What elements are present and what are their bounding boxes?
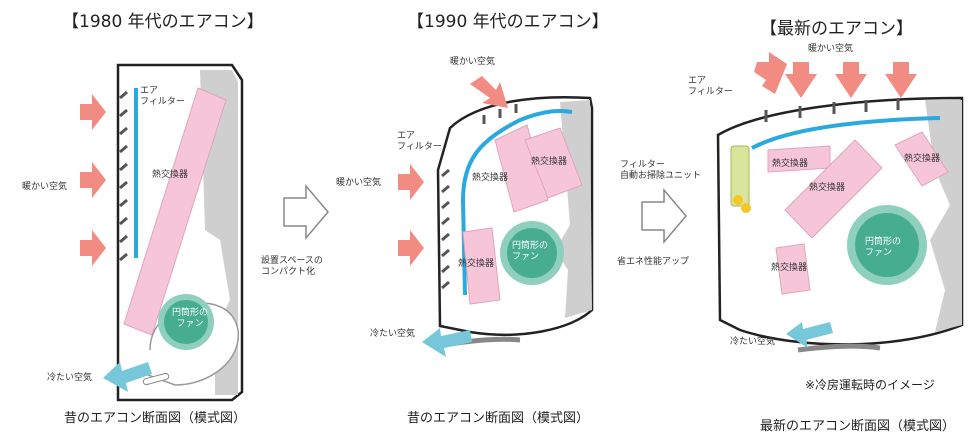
heat-exchanger-a-label-latest: 熱交換器 (772, 159, 809, 169)
fan-label-latest: 円筒形の ファン (865, 237, 902, 258)
panel-1980-title: 【1980 年代のエアコン】 (62, 12, 264, 32)
heat-exchanger-d-label-latest: 熱交換器 (771, 263, 808, 273)
cold-air-label-1980: 冷たい空気 (47, 373, 93, 383)
warm-air-arrows-latest (754, 52, 917, 98)
cold-air-label-latest: 冷たい空気 (730, 337, 776, 347)
shade-1990 (555, 100, 592, 318)
heat-exchanger-d-latest (775, 243, 811, 295)
operation-note: ※冷房運転時のイメージ (805, 378, 935, 392)
panel-1990-title: 【1990 年代のエアコン】 (407, 12, 609, 32)
grille-1990 (441, 104, 518, 290)
panel-latest-title: 【最新のエアコン】 (760, 19, 913, 39)
heat-exchanger-label-1980: 熱交換器 (152, 170, 189, 180)
warm-air-label-1990: 暖かい空気 (336, 178, 382, 188)
heat-exchanger-b-1990 (524, 127, 583, 199)
grille-latest (764, 98, 900, 122)
heat-exchanger-c-1990 (462, 227, 501, 305)
cleaning-brush-b (741, 203, 751, 213)
heat-exchanger-b-label-latest: 熱交換器 (809, 183, 846, 193)
cold-air-arrow-1980 (103, 362, 152, 392)
heat-exchanger-c-label-latest: 熱交換器 (904, 154, 941, 164)
warm-air-arrows-1980 (80, 94, 106, 266)
outlet-flap-latest (797, 343, 881, 353)
casing-latest (716, 96, 964, 346)
caption-1980: 昔のエアコン断面図（模式図） (64, 411, 247, 426)
filter-label-latest: エア フィルター (688, 76, 733, 97)
warm-air-label-1980: 暖かい空気 (22, 182, 68, 192)
cleaning-brush-a (733, 195, 743, 205)
cold-air-arrow-1990 (422, 328, 472, 357)
fan-label-1980: 円筒形の ファン (172, 308, 209, 329)
heat-exchanger-a-1990 (494, 124, 549, 213)
heat-exchanger-b-latest (784, 139, 883, 239)
filter-1990 (460, 109, 573, 296)
fan-1980 (164, 300, 208, 344)
heat-exchanger-c-label-1990: 熱交換器 (458, 259, 495, 269)
heat-exchanger-a-label-1990: 熱交換器 (472, 173, 509, 183)
heat-exchanger-b-label-1990: 熱交換器 (531, 157, 568, 167)
transition-2-bottom-label: 省エネ性能アップ (617, 257, 690, 267)
fan-latest (855, 213, 919, 277)
filter-latest (751, 116, 941, 150)
fan-label-1990: 円筒形の ファン (512, 241, 549, 262)
cleaning-unit (730, 145, 750, 207)
outlet-flap-1980 (142, 372, 170, 386)
caption-1990: 昔のエアコン断面図（模式図） (407, 411, 590, 426)
warm-air-arrows-1990 (398, 76, 508, 266)
filter-label-1980: エア フィルター (140, 86, 185, 107)
caption-latest: 最新のエアコン断面図（模式図） (760, 419, 956, 434)
warm-air-top-label-latest: 暖かい空気 (808, 44, 854, 54)
heat-exchanger-c-latest (894, 131, 949, 187)
transition-1-label: 設置スペースの コンパクト化 (261, 256, 323, 277)
warm-air-top-label-1990: 暖かい空気 (450, 57, 496, 67)
grille-1980 (119, 90, 128, 262)
fan-1990 (507, 228, 557, 278)
filter-label-1990: エア フィルター (397, 131, 442, 152)
cold-air-label-1990: 冷たい空気 (370, 329, 416, 339)
transition-2-top-label: フィルター 自動お掃除ユニット (620, 160, 702, 181)
cold-air-arrow-latest (786, 322, 833, 348)
